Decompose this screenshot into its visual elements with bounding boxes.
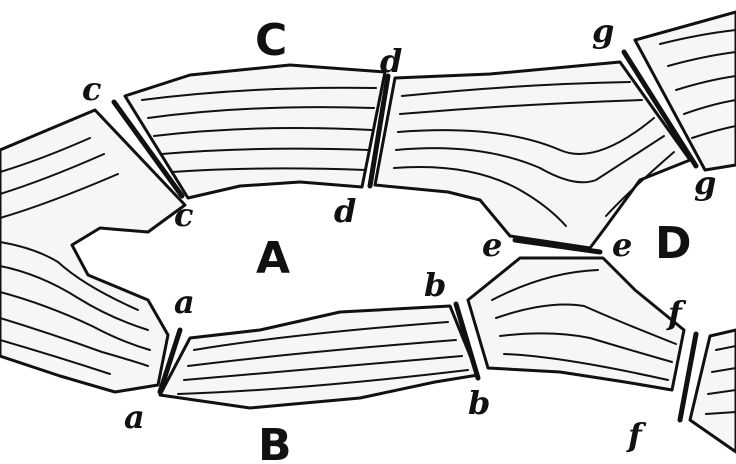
node-label-a-bottom: a bbox=[124, 398, 145, 436]
region-label-b: B bbox=[258, 420, 292, 464]
node-label-g-bottom: g bbox=[694, 164, 716, 202]
node-label-b-top: b bbox=[424, 266, 446, 304]
region-label-d: D bbox=[655, 218, 692, 269]
node-label-a-top: a bbox=[174, 283, 195, 321]
node-label-f-bottom: f bbox=[626, 416, 647, 454]
node-label-e-left: e bbox=[482, 226, 502, 264]
band-upper-middle bbox=[125, 65, 385, 198]
band-upper-right bbox=[375, 62, 690, 248]
node-label-d-top: d bbox=[380, 42, 402, 80]
region-label-a: A bbox=[256, 233, 290, 284]
node-label-c-bottom: c bbox=[174, 196, 193, 234]
node-label-b-bottom: b bbox=[468, 384, 490, 422]
band-lower-right bbox=[468, 258, 684, 390]
node-label-f-top: f bbox=[666, 294, 687, 332]
node-label-e-right: e bbox=[612, 226, 632, 264]
region-label-c: C bbox=[255, 15, 287, 66]
node-label-g-top: g bbox=[592, 12, 614, 50]
band-left-segment bbox=[0, 110, 185, 392]
node-label-c-top: c bbox=[82, 70, 101, 108]
node-label-d-bottom: d bbox=[334, 192, 356, 230]
